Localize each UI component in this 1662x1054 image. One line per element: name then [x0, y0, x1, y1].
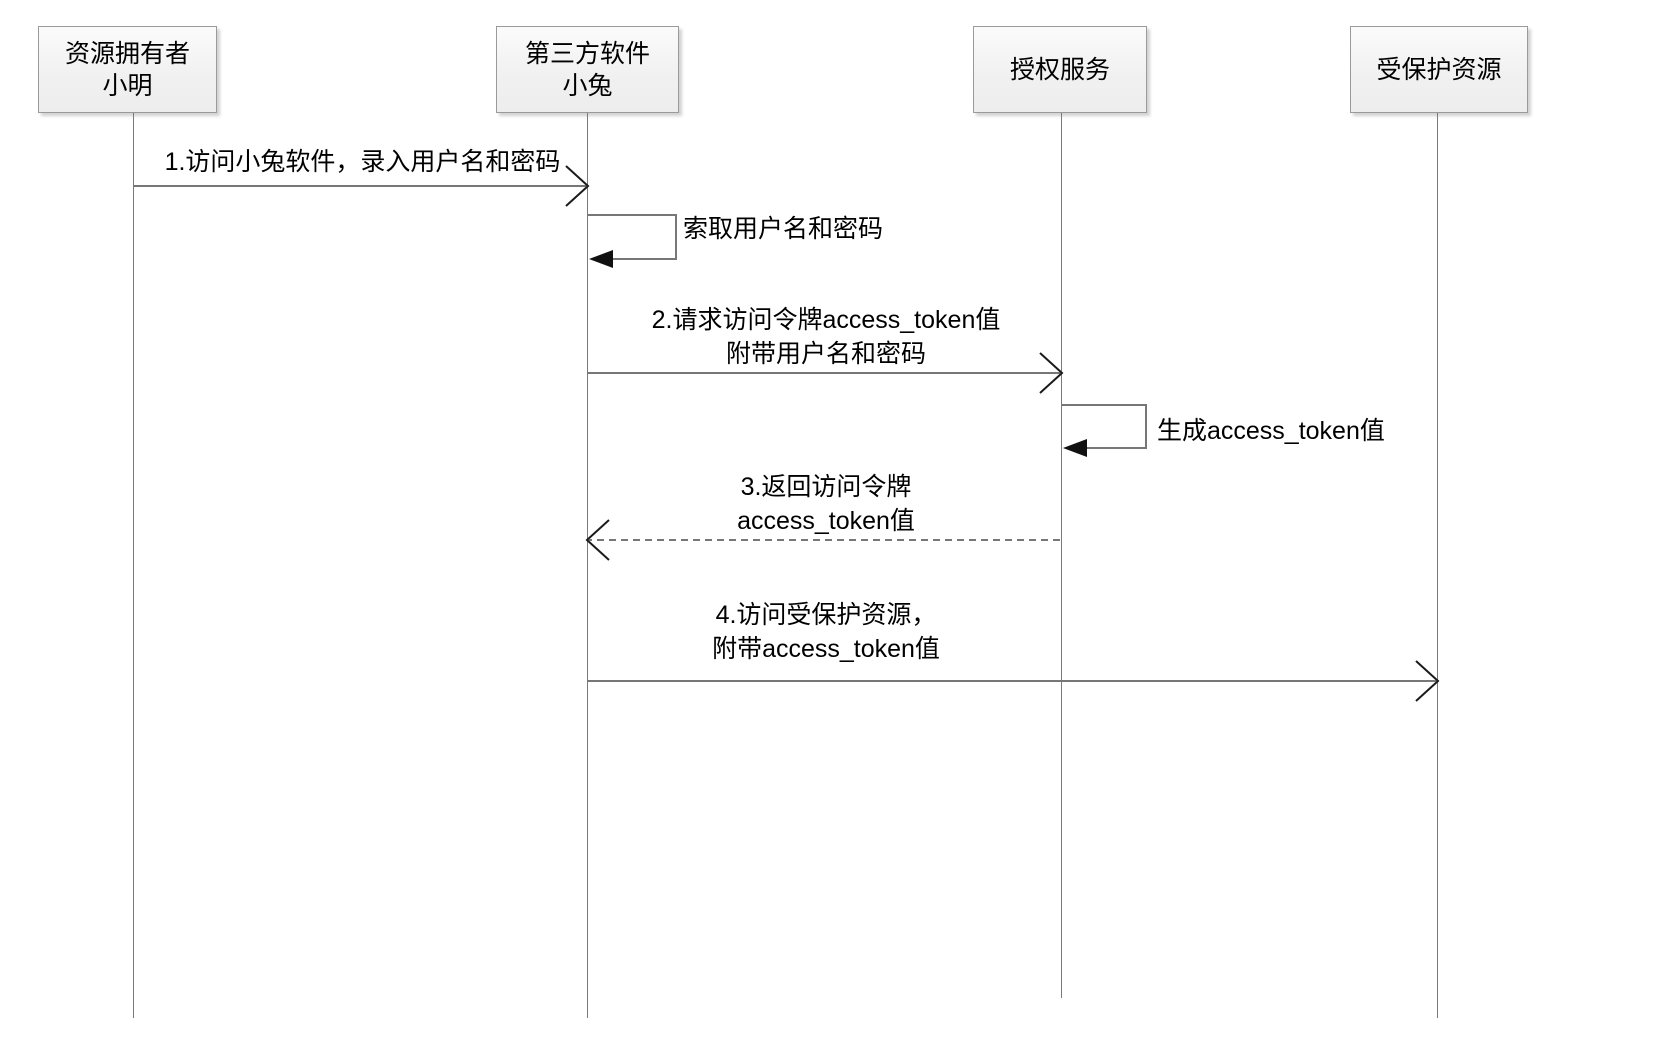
message-label-msg-4: 4.访问受保护资源， 附带access_token值	[591, 598, 1061, 666]
participant-label-line1: 受保护资源	[1376, 55, 1502, 84]
participant-protected-resource[interactable]: 受保护资源	[1350, 26, 1528, 113]
participant-label-line2: 小明	[102, 71, 153, 100]
message-label-line2: 附带用户名和密码	[725, 340, 926, 368]
message-label-self-2: 生成access_token值	[1157, 414, 1385, 448]
participant-authorization-service[interactable]: 授权服务	[973, 26, 1147, 113]
message-label-msg-1: 1.访问小兔软件，录入用户名和密码	[140, 145, 585, 179]
participant-label-line1: 资源拥有者	[64, 39, 190, 68]
lifeline-protected-resource	[1437, 113, 1438, 1018]
lifeline-authorization-service	[1061, 113, 1062, 998]
participant-resource-owner[interactable]: 资源拥有者 小明	[38, 26, 217, 113]
message-label-line1: 2.请求访问令牌access_token值	[651, 306, 1001, 334]
message-label-line1: 索取用户名和密码	[683, 215, 884, 243]
message-label-msg-2: 2.请求访问令牌access_token值 附带用户名和密码	[591, 303, 1061, 371]
arrow-msg-4	[587, 660, 1440, 702]
lifeline-resource-owner	[133, 113, 134, 1018]
participant-third-party-app[interactable]: 第三方软件 小兔	[496, 26, 679, 113]
message-label-msg-3: 3.返回访问令牌 access_token值	[591, 470, 1061, 538]
message-label-line2: 附带access_token值	[712, 635, 940, 663]
message-label-line2: access_token值	[737, 507, 915, 535]
message-label-self-1: 索取用户名和密码	[683, 212, 883, 246]
message-label-line1: 1.访问小兔软件，录入用户名和密码	[164, 148, 561, 176]
message-label-line1: 生成access_token值	[1157, 417, 1385, 445]
arrow-self-2	[1062, 404, 1147, 457]
message-label-line1: 3.返回访问令牌	[740, 473, 912, 501]
participant-label-line2: 小兔	[562, 71, 613, 100]
message-label-line1: 4.访问受保护资源，	[715, 601, 937, 629]
participant-label-line1: 第三方软件	[524, 39, 650, 68]
participant-label-line1: 授权服务	[1009, 55, 1110, 84]
arrow-self-1	[588, 214, 677, 268]
lifeline-third-party-app	[587, 113, 588, 1018]
